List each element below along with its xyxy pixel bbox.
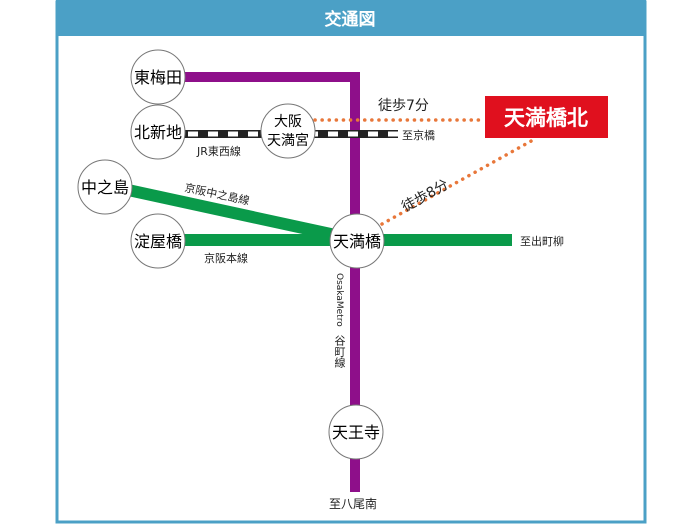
keihan-nakanoshima-line [126,184,342,242]
destination-badge[interactable]: 天満橋北 [485,96,608,138]
station-label: 天満宮 [267,133,309,149]
station-yodoyabashi[interactable]: 淀屋橋 [130,213,186,269]
tanimachi-line [180,72,360,492]
station-kitashinchi[interactable]: 北新地 [130,104,186,160]
station-nakanoshima[interactable]: 中之島 [77,159,133,215]
tanimachi-label-kanji: 谷町線 [333,335,346,368]
header-bar [56,0,646,36]
jr-tozai-label: JR東西線 [196,144,241,158]
station-higashi-umeda[interactable]: 東梅田 [130,49,186,105]
station-label: 淀屋橋 [134,232,182,251]
station-label: 東梅田 [134,68,182,87]
direction-yaominami: 至八尾南 [329,496,377,511]
destination-label: 天満橋北 [504,106,588,130]
keihan-main-label: 京阪本線 [204,251,248,265]
station-label: 中之島 [81,178,129,197]
walk-route-8min [380,138,535,226]
header-title: 交通図 [325,9,376,30]
tanimachi-label-latin: OsakaMetro [334,273,344,327]
direction-kyobashi: 至京橋 [402,128,435,142]
station-label: 大阪 [274,114,302,130]
station-tennoji[interactable]: 天王寺 [328,404,384,460]
station-label: 天王寺 [332,423,380,442]
direction-demachiyanagi: 至出町柳 [520,234,564,248]
station-osaka-tenmangu[interactable]: 大阪 天満宮 [260,103,316,159]
station-label: 天満橋 [333,232,381,251]
station-label: 北新地 [134,123,182,142]
walk-7min-label: 徒歩7分 [378,98,429,114]
station-tenmabashi[interactable]: 天満橋 [329,213,385,269]
